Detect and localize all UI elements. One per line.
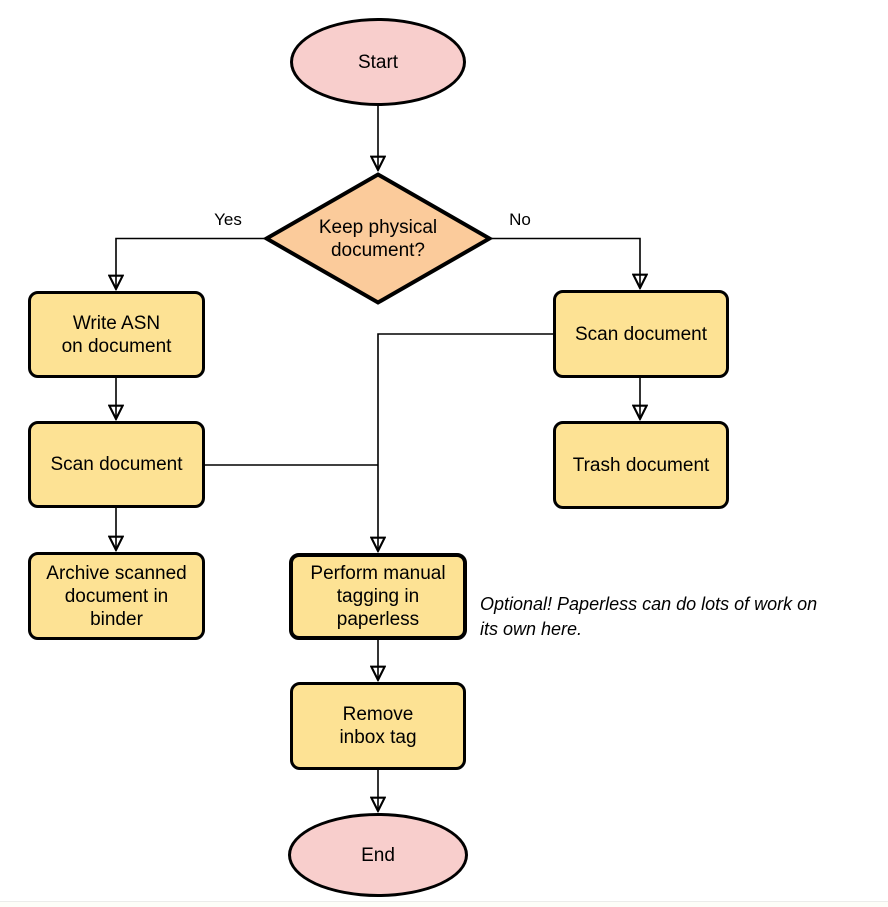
edge-decision-no	[492, 237, 640, 289]
node-decision: Keep physical document?	[263, 172, 493, 305]
node-remove-inbox-tag-label: Remove inbox tag	[339, 704, 417, 748]
node-archive-binder: Archive scanned document in binder	[28, 552, 205, 640]
node-manual-tagging-label: Perform manual tagging in paperless	[310, 563, 446, 630]
node-scan-document-left: Scan document	[28, 421, 205, 508]
node-start-label: Start	[357, 51, 399, 73]
node-manual-tagging: Perform manual tagging in paperless	[289, 553, 467, 640]
node-end: End	[288, 813, 468, 897]
node-decision-label: Keep physical document?	[318, 216, 438, 261]
node-write-asn: Write ASN on document	[28, 291, 205, 378]
node-trash-document-label: Trash document	[572, 454, 710, 476]
node-scan-document-right-label: Scan document	[574, 323, 708, 345]
node-write-asn-label: Write ASN on document	[61, 312, 172, 357]
node-scan-document-left-label: Scan document	[50, 454, 183, 475]
node-archive-binder-label: Archive scanned document in binder	[46, 562, 187, 630]
bottom-edge-strip	[0, 901, 888, 907]
node-start: Start	[290, 18, 466, 106]
diamond-shape	[263, 172, 493, 305]
edge-label-no: No	[509, 210, 531, 229]
node-end-label: End	[361, 844, 395, 866]
annotation-optional-note: Optional! Paperless can do lots of work …	[480, 594, 818, 639]
node-scan-document-right: Scan document	[553, 290, 729, 378]
edge-scanright-tagging	[378, 333, 553, 551]
edge-label-yes: Yes	[214, 210, 242, 229]
node-trash-document: Trash document	[553, 421, 729, 509]
edge-decision-yes	[116, 237, 264, 290]
node-remove-inbox-tag: Remove inbox tag	[290, 682, 466, 770]
